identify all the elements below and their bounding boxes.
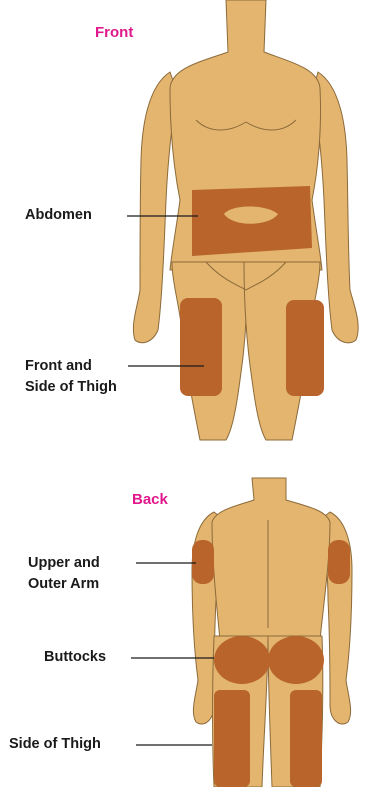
abdomen-label: Abdomen: [25, 205, 92, 226]
back-left-thigh-zone: [214, 690, 250, 787]
buttock-zone-right: [268, 636, 324, 684]
side-thigh-label: Side of Thigh: [9, 734, 101, 755]
front-figure: [133, 0, 358, 440]
back-torso: [212, 478, 330, 640]
upper-arm-label: Upper and Outer Arm: [28, 553, 100, 595]
upper-arm-label-line2: Outer Arm: [28, 574, 100, 595]
upper-arm-label-line1: Upper and: [28, 553, 100, 574]
front-thigh-label-line2: Side of Thigh: [25, 377, 117, 398]
back-right-thigh-zone: [290, 690, 322, 787]
upper-arm-zone-right: [328, 540, 350, 584]
buttock-zone-left: [214, 636, 270, 684]
back-heading: Back: [132, 491, 168, 508]
front-heading: Front: [95, 24, 133, 41]
front-thigh-label: Front and Side of Thigh: [25, 356, 117, 398]
buttocks-label: Buttocks: [44, 647, 106, 668]
front-left-thigh-zone: [180, 298, 222, 396]
front-thigh-label-line1: Front and: [25, 356, 117, 377]
upper-arm-zone-left: [192, 540, 214, 584]
front-right-thigh-zone: [286, 300, 324, 396]
